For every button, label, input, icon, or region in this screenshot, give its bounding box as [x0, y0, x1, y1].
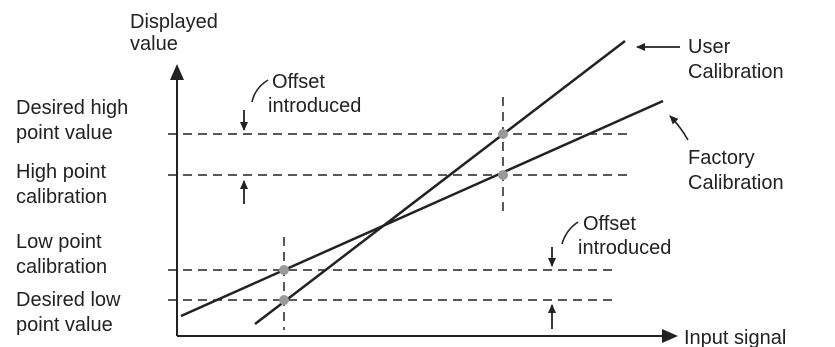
- desired-low-label-line1: Desired low: [16, 289, 121, 311]
- x-axis-arrowhead: [662, 329, 678, 343]
- offset-bottom-label-line2: introduced: [578, 237, 671, 259]
- offset-top-leader: [251, 79, 269, 103]
- desired-high-label-line2: point value: [16, 122, 113, 144]
- offset-top-label-line1: Offset: [272, 71, 325, 93]
- user-calibration-label-line1: User: [688, 36, 731, 58]
- low-cal-label-line1: Low point: [16, 231, 102, 253]
- desired-high-label-line1: Desired high: [16, 97, 128, 119]
- y-axis-title-line1: Displayed: [130, 11, 218, 33]
- low-desired-marker: [279, 295, 289, 305]
- offset-top-label-line2: introduced: [268, 95, 361, 117]
- low-cal-label-line2: calibration: [16, 256, 107, 278]
- factory-calibration-label-line2: Calibration: [688, 172, 784, 194]
- offset-bottom-leader: [561, 221, 579, 245]
- high-desired-marker: [498, 129, 508, 139]
- y-axis-arrowhead: [170, 64, 184, 80]
- high-cal-label-line1: High point: [16, 161, 107, 183]
- desired-low-label-line2: point value: [16, 314, 113, 336]
- user-calibration-label-line2: Calibration: [688, 61, 784, 83]
- factory-calibration-line: [180, 99, 664, 318]
- offset-bottom-label-line1: Offset: [583, 213, 636, 235]
- x-axis-title: Input signal: [684, 327, 786, 347]
- y-axis-title-line2: value: [130, 33, 178, 55]
- factory-calibration-label-line1: Factory: [688, 147, 755, 169]
- high-cal-marker: [498, 170, 508, 180]
- factory-calibration-leader: [669, 115, 689, 141]
- low-cal-marker: [279, 265, 289, 275]
- user-calibration-line: [254, 40, 626, 325]
- high-cal-label-line2: calibration: [16, 186, 107, 208]
